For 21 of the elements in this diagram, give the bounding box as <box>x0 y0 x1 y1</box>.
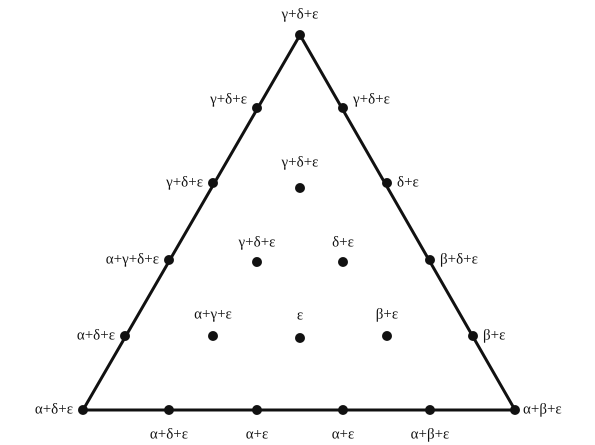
phase-label: α+γ+ε <box>194 308 232 322</box>
phase-label: β+ε <box>376 308 398 322</box>
phase-label: α+ε <box>246 428 268 442</box>
phase-label: γ+δ+ε <box>210 92 247 108</box>
phase-label: γ+δ+ε <box>166 176 203 190</box>
phase-label: α+δ+ε <box>76 328 115 344</box>
phase-label: α+ε <box>332 428 354 442</box>
phase-label: γ+δ+ε <box>282 8 318 22</box>
phase-label: γ+δ+ε <box>238 236 276 250</box>
phase-label: α+β+ε <box>410 428 450 442</box>
phase-label: α+β+ε <box>523 402 562 418</box>
phase-label: δ+ε <box>397 176 419 190</box>
phase-label: γ+δ+ε <box>282 156 318 170</box>
phase-label: γ+δ+ε <box>353 92 390 108</box>
phase-label: β+ε <box>483 328 506 344</box>
phase-label: α+δ+ε <box>150 428 188 442</box>
phase-label: α+δ+ε <box>34 402 73 418</box>
phase-label: ε <box>296 308 304 324</box>
phase-label: δ+ε <box>332 236 354 250</box>
phase-label: α+γ+δ+ε <box>106 252 159 268</box>
phase-label: β+δ+ε <box>440 252 478 268</box>
